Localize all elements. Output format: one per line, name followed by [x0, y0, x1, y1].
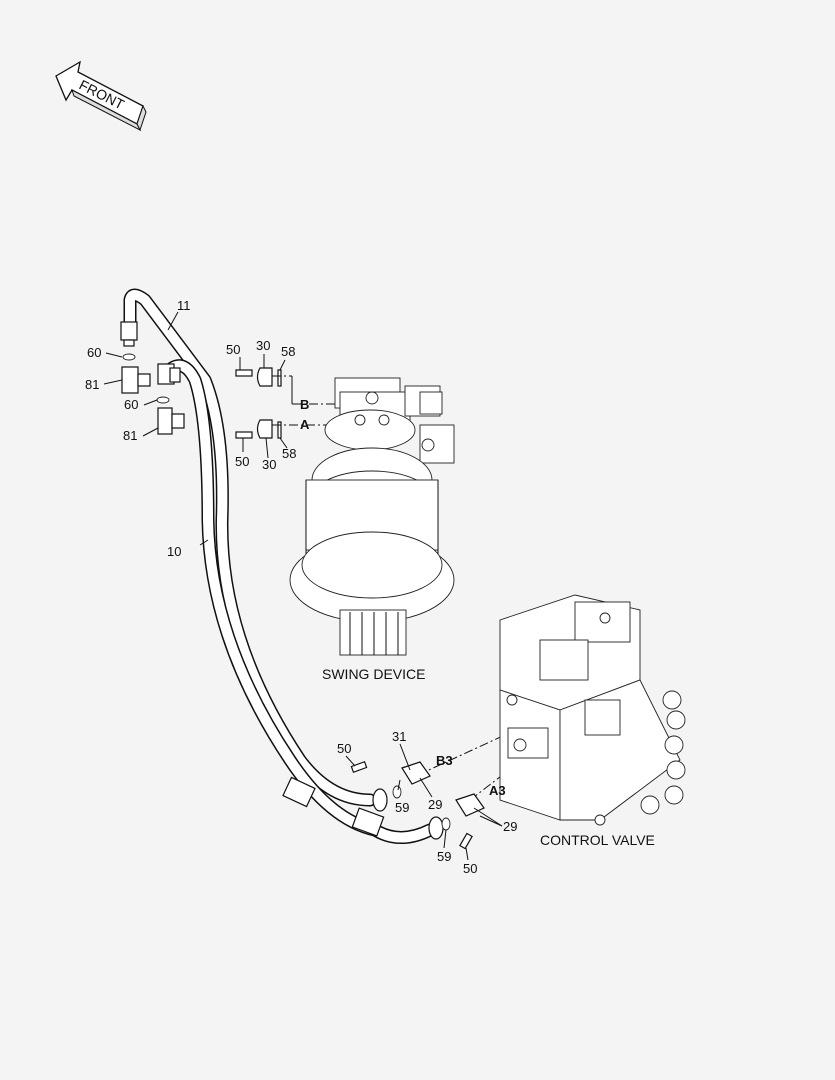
hose-11: [123, 288, 377, 807]
callout-29-left: 29: [428, 797, 442, 812]
callout-30-mid: 30: [262, 457, 276, 472]
front-arrow: FRONT: [55, 60, 147, 132]
hose-end-fittings: [282, 776, 444, 840]
callout-50-mid: 50: [235, 454, 249, 469]
callout-10: 10: [167, 544, 181, 559]
callout-50-top: 50: [226, 342, 240, 357]
port-b3: B3: [436, 753, 453, 768]
port-a3: A3: [489, 783, 506, 798]
callout-58-mid: 58: [282, 446, 296, 461]
swing-device: [289, 377, 455, 656]
callout-11: 11: [177, 298, 191, 313]
callout-31: 31: [392, 729, 406, 744]
callout-50-left: 50: [337, 741, 351, 756]
port-a: A: [300, 417, 310, 432]
callout-58-top: 58: [281, 344, 295, 359]
callout-59-right: 59: [437, 849, 451, 864]
control-valve-caption: CONTROL VALVE: [540, 832, 655, 848]
leader-lines: [103, 311, 503, 861]
callout-81-top: 81: [85, 377, 99, 392]
callout-60-top: 60: [87, 345, 101, 360]
callout-59-left: 59: [395, 800, 409, 815]
upper-fittings: [120, 321, 185, 435]
callout-30-top: 30: [256, 338, 270, 353]
callout-29-right: 29: [503, 819, 517, 834]
callout-50-bot: 50: [463, 861, 477, 876]
swing-device-caption: SWING DEVICE: [322, 666, 425, 682]
port-b: B: [300, 397, 309, 412]
callout-81-bot: 81: [123, 428, 137, 443]
swing-flanges: [235, 367, 282, 439]
control-valve: [499, 594, 686, 826]
callout-60-mid: 60: [124, 397, 138, 412]
